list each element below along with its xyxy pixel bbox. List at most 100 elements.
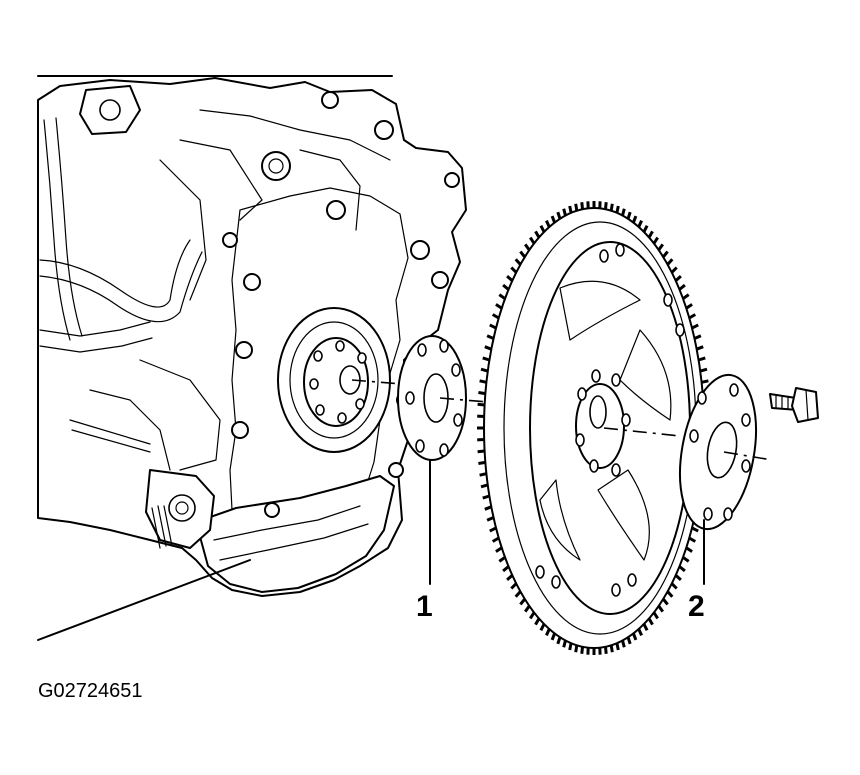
gear-tooth xyxy=(662,250,669,258)
gear-tooth xyxy=(609,203,614,211)
gear-tooth xyxy=(615,205,620,214)
gear-tooth xyxy=(626,636,632,645)
gear-tooth xyxy=(502,283,510,291)
gear-tooth xyxy=(519,598,526,606)
gear-tooth xyxy=(510,582,518,590)
gear-tooth xyxy=(506,574,514,582)
gear-tooth xyxy=(682,556,690,563)
gear-tooth xyxy=(621,640,626,648)
gear-tooth xyxy=(486,334,495,340)
gear-tooth xyxy=(478,391,486,396)
gear-tooth xyxy=(691,526,699,533)
gear-tooth xyxy=(479,472,487,477)
gear-tooth xyxy=(498,556,506,563)
callout-label-1: 1 xyxy=(416,590,433,623)
gear-tooth xyxy=(495,546,503,553)
gear-tooth xyxy=(506,274,514,282)
gear-tooth xyxy=(550,632,556,641)
gear-tooth xyxy=(477,402,485,407)
gear-tooth xyxy=(534,617,541,626)
gear-tooth xyxy=(615,642,620,651)
gear-tooth xyxy=(604,202,608,210)
gear-tooth xyxy=(580,202,584,210)
gear-tooth xyxy=(637,628,643,637)
gear-tooth xyxy=(545,219,551,228)
gear-tooth xyxy=(698,356,706,362)
gear-tooth xyxy=(609,645,614,653)
gear-tooth xyxy=(491,536,500,543)
gear-tooth xyxy=(523,605,531,613)
gear-tooth xyxy=(657,243,665,251)
gear-tooth xyxy=(701,379,709,384)
gear-tooth xyxy=(580,646,584,654)
gear-tooth xyxy=(685,303,693,310)
gear-tooth xyxy=(489,323,497,330)
gear-tooth xyxy=(498,293,506,300)
gear-tooth xyxy=(562,640,567,648)
gear-tooth xyxy=(545,628,551,637)
gear-tooth xyxy=(699,367,708,373)
gear-tooth xyxy=(621,208,626,216)
gear-tooth xyxy=(657,605,665,613)
gear-tooth xyxy=(556,211,562,220)
gear-tooth xyxy=(693,334,702,340)
gear-tooth xyxy=(632,215,638,224)
gear-tooth xyxy=(484,345,492,351)
gear-tooth xyxy=(529,236,536,245)
gear-tooth xyxy=(568,642,573,651)
gear-tooth xyxy=(647,617,654,626)
ring-gear-teeth xyxy=(477,201,711,655)
figure-id: G02724651 xyxy=(38,680,143,702)
gear-tooth xyxy=(574,645,579,653)
gear-tooth xyxy=(696,345,704,351)
gear-tooth xyxy=(523,243,531,251)
gear-tooth xyxy=(514,258,522,266)
gear-tooth xyxy=(626,211,632,220)
gear-tooth xyxy=(477,449,485,454)
gear-tooth xyxy=(685,546,693,553)
gear-tooth xyxy=(482,494,490,500)
flywheel xyxy=(477,201,711,655)
gear-tooth xyxy=(478,460,486,465)
gear-tooth xyxy=(489,526,497,533)
gear-tooth xyxy=(691,323,699,330)
gear-tooth xyxy=(539,623,546,631)
gear-tooth xyxy=(666,258,674,266)
gear-tooth xyxy=(550,215,556,224)
gear-tooth xyxy=(642,623,649,631)
gear-tooth xyxy=(479,379,487,384)
callout-label-2: 2 xyxy=(688,590,705,623)
gear-tooth xyxy=(674,574,682,582)
gear-tooth xyxy=(674,274,682,282)
gear-tooth xyxy=(514,590,522,598)
bolt xyxy=(769,387,819,423)
gear-tooth xyxy=(652,611,659,620)
gear-tooth xyxy=(682,293,690,300)
gear-tooth xyxy=(562,208,567,216)
gear-tooth xyxy=(502,565,510,573)
gear-tooth xyxy=(491,313,500,320)
gear-tooth xyxy=(539,225,546,233)
gear-tooth xyxy=(574,203,579,211)
gear-tooth xyxy=(688,536,697,543)
spacer-plate xyxy=(397,335,489,585)
crankshaft-flange xyxy=(303,337,369,427)
gear-tooth xyxy=(568,205,573,214)
gear-tooth xyxy=(480,483,489,489)
gear-tooth xyxy=(670,582,678,590)
engine-block xyxy=(37,75,467,641)
gear-tooth xyxy=(495,303,503,310)
gear-tooth xyxy=(519,250,526,258)
retaining-washer xyxy=(679,373,773,585)
gear-tooth xyxy=(678,565,686,573)
gear-tooth xyxy=(632,632,638,641)
gear-tooth xyxy=(652,236,659,245)
gear-tooth xyxy=(678,283,686,291)
gear-tooth xyxy=(666,590,674,598)
gear-tooth xyxy=(604,646,608,654)
gear-tooth xyxy=(637,219,643,228)
gear-tooth xyxy=(480,367,489,373)
gear-tooth xyxy=(510,266,518,274)
gear-tooth xyxy=(662,598,669,606)
